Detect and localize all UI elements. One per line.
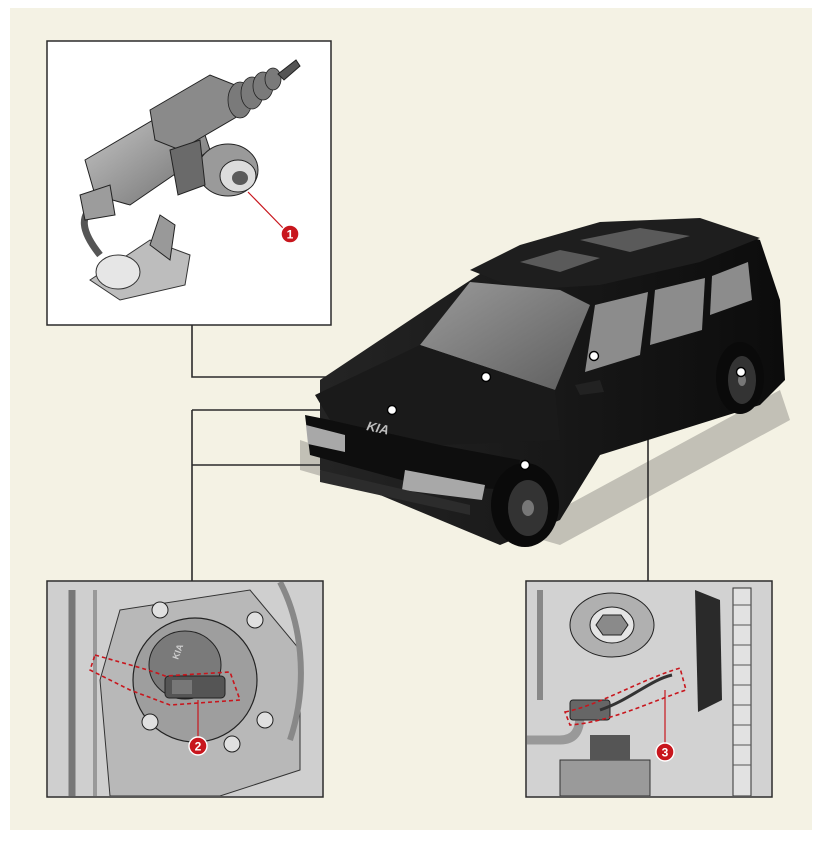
rear-harness-illustration	[527, 582, 771, 796]
callout-2-number: 2	[195, 740, 202, 754]
marker-hood	[386, 404, 398, 416]
detail-panel-wheel-hub: KIA 2	[46, 580, 324, 798]
vehicle-location-markers	[386, 350, 747, 471]
wheel-hub-illustration: KIA	[48, 582, 322, 796]
callout-3: 3	[655, 742, 675, 762]
callout-3-number: 3	[662, 746, 669, 760]
vehicle-badge: KIA	[365, 418, 390, 437]
callout-1-number: 1	[287, 228, 294, 242]
detail-panel-actuator: 1	[46, 40, 332, 326]
marker-front-wheel	[519, 459, 531, 471]
detail-panel-rear-harness: 3	[525, 580, 773, 798]
vehicle-illustration: KIA	[300, 218, 790, 547]
actuator-illustration	[79, 59, 301, 301]
marker-door	[588, 350, 600, 362]
marker-rear-wheel	[735, 366, 747, 378]
callout-1: 1	[280, 224, 300, 244]
callout-2: 2	[188, 736, 208, 756]
bellows	[227, 67, 282, 119]
marker-windshield	[480, 371, 492, 383]
